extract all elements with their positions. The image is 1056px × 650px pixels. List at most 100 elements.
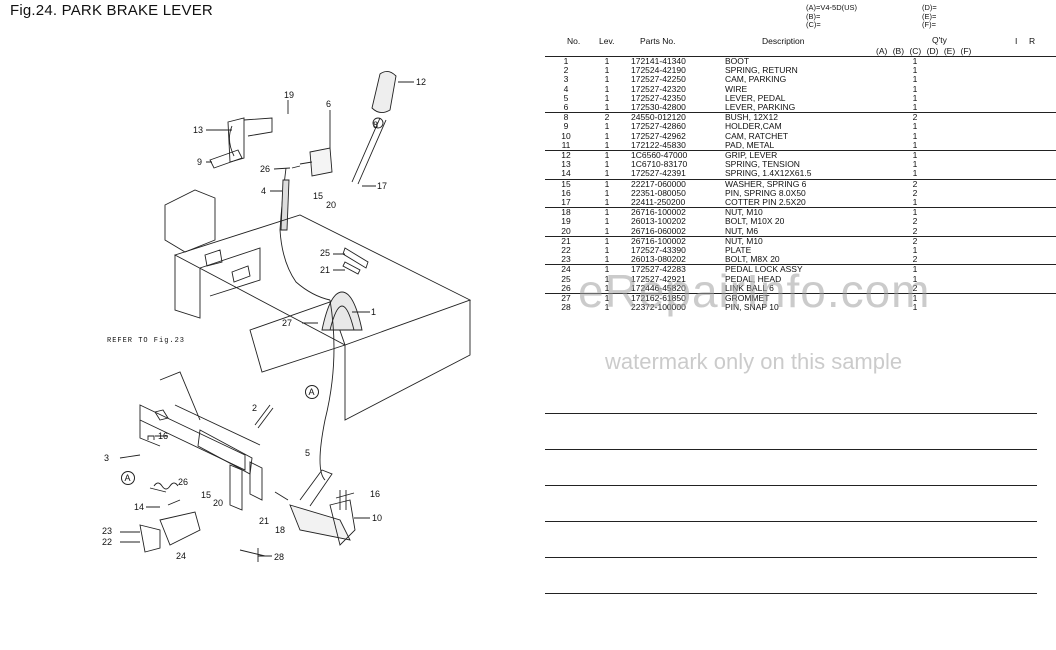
- callout-26: 26: [260, 164, 270, 174]
- row-qty-a: 1: [912, 93, 918, 103]
- row-level: 1: [604, 84, 610, 94]
- row-qty-a: 2: [912, 283, 918, 293]
- row-part-number: 22411-250200: [631, 198, 686, 208]
- callout-3: 3: [104, 453, 109, 463]
- row-description: BOOT: [711, 56, 905, 67]
- row-description: PLATE: [725, 246, 752, 256]
- legend-b: (B)=: [806, 11, 821, 21]
- callout-6: 6: [326, 99, 331, 109]
- qty-col-e: (E): [943, 46, 956, 56]
- row-part-number: 172527-42283: [627, 264, 711, 275]
- blank-rule: [545, 521, 1037, 522]
- row-level: 1: [604, 122, 610, 132]
- row-qty-a: 1: [912, 169, 918, 179]
- row-no: 13: [561, 160, 571, 170]
- row-description: NUT, M10: [711, 235, 905, 247]
- callout-4: 4: [261, 186, 266, 196]
- header-qty: Q'ty: [932, 35, 947, 45]
- row-empty-qty: [925, 207, 1056, 218]
- row-empty-qty: [925, 85, 1056, 94]
- row-part-number: 22351-080050: [631, 188, 686, 198]
- row-part-number: 172527-42962: [631, 131, 686, 141]
- callout-9: 9: [197, 157, 202, 167]
- callout-24: 24: [176, 551, 186, 561]
- row-part-number: 26716-100002: [627, 235, 711, 247]
- row-no: 25: [561, 274, 571, 284]
- header-no: No.: [567, 36, 581, 46]
- callout-19: 19: [284, 90, 294, 100]
- row-empty-qty: [925, 103, 1056, 113]
- row-level: 1: [604, 188, 610, 198]
- callout-15-lower: 15: [201, 490, 211, 500]
- row-no: 12: [545, 150, 587, 161]
- row-level: 1: [604, 103, 610, 113]
- row-no: 5: [563, 93, 569, 103]
- callout-labels: 12 19 6 13 8 9 26 17 4 15 20 25 21 1 27 …: [102, 77, 426, 562]
- row-part-number: 172527-42350: [631, 93, 686, 103]
- row-part-number: 26716-100002: [627, 207, 711, 218]
- row-level: 1: [604, 246, 610, 256]
- row-empty-qty: [925, 56, 1056, 67]
- row-qty-a: 2: [905, 235, 925, 247]
- row-qty-a: 1: [912, 160, 918, 170]
- row-qty-a: 1: [905, 293, 925, 304]
- row-level: 1: [604, 140, 610, 150]
- callout-27: 27: [282, 318, 292, 328]
- legend-d: (D)=: [922, 3, 937, 12]
- callout-15: 15: [313, 191, 323, 201]
- row-description: LINK BALL 6: [725, 283, 774, 293]
- callout-13: 13: [193, 125, 203, 135]
- row-level: 1: [604, 226, 610, 236]
- callout-12: 12: [416, 77, 426, 87]
- model-legend-left: (A)=V4-5D(US) (B)= (C)=: [806, 3, 858, 30]
- qty-col-f: (F): [960, 46, 972, 56]
- row-empty-qty: [925, 160, 1056, 169]
- legend-a: (A)=V4-5D(US): [806, 3, 858, 12]
- row-description: WIRE: [725, 84, 748, 94]
- row-qty-a: 1: [912, 131, 918, 141]
- row-level: 1: [587, 293, 627, 304]
- row-qty-a: 1: [912, 75, 918, 85]
- callout-14: 14: [134, 502, 144, 512]
- qty-col-a: (A): [876, 46, 888, 56]
- row-description: LEVER, PEDAL: [725, 93, 786, 103]
- header-parts-no: Parts No.: [640, 36, 676, 46]
- callout-18: 18: [275, 525, 285, 535]
- legend-c: (C)=: [806, 20, 821, 29]
- callout-20: 20: [326, 200, 336, 210]
- header-lev: Lev.: [599, 36, 615, 46]
- row-part-number: 172527-42860: [631, 122, 686, 132]
- row-description: NUT, M10: [711, 207, 905, 218]
- row-part-number: 22372-100000: [631, 303, 686, 313]
- row-part-number: 172527-42921: [631, 274, 686, 284]
- row-part-number: 172162-61850: [627, 293, 711, 304]
- row-part-number: 26716-060002: [631, 226, 686, 236]
- row-level: 1: [604, 66, 610, 76]
- header-i: I: [1015, 36, 1018, 46]
- row-no: 24: [545, 264, 587, 275]
- row-no: 22: [561, 246, 571, 256]
- callout-20-lower: 20: [213, 498, 223, 508]
- row-empty-qty: [925, 189, 1056, 198]
- row-qty-a: 2: [912, 217, 918, 227]
- figure-title: Fig.24. PARK BRAKE LEVER: [10, 2, 213, 19]
- row-empty-qty: [925, 169, 1056, 179]
- row-no: 15: [545, 178, 587, 189]
- callout-25: 25: [320, 248, 330, 258]
- qty-col-b: (B): [892, 46, 905, 56]
- row-no: 3: [563, 75, 569, 85]
- row-empty-qty: [925, 141, 1056, 151]
- row-qty-a: 2: [912, 255, 918, 265]
